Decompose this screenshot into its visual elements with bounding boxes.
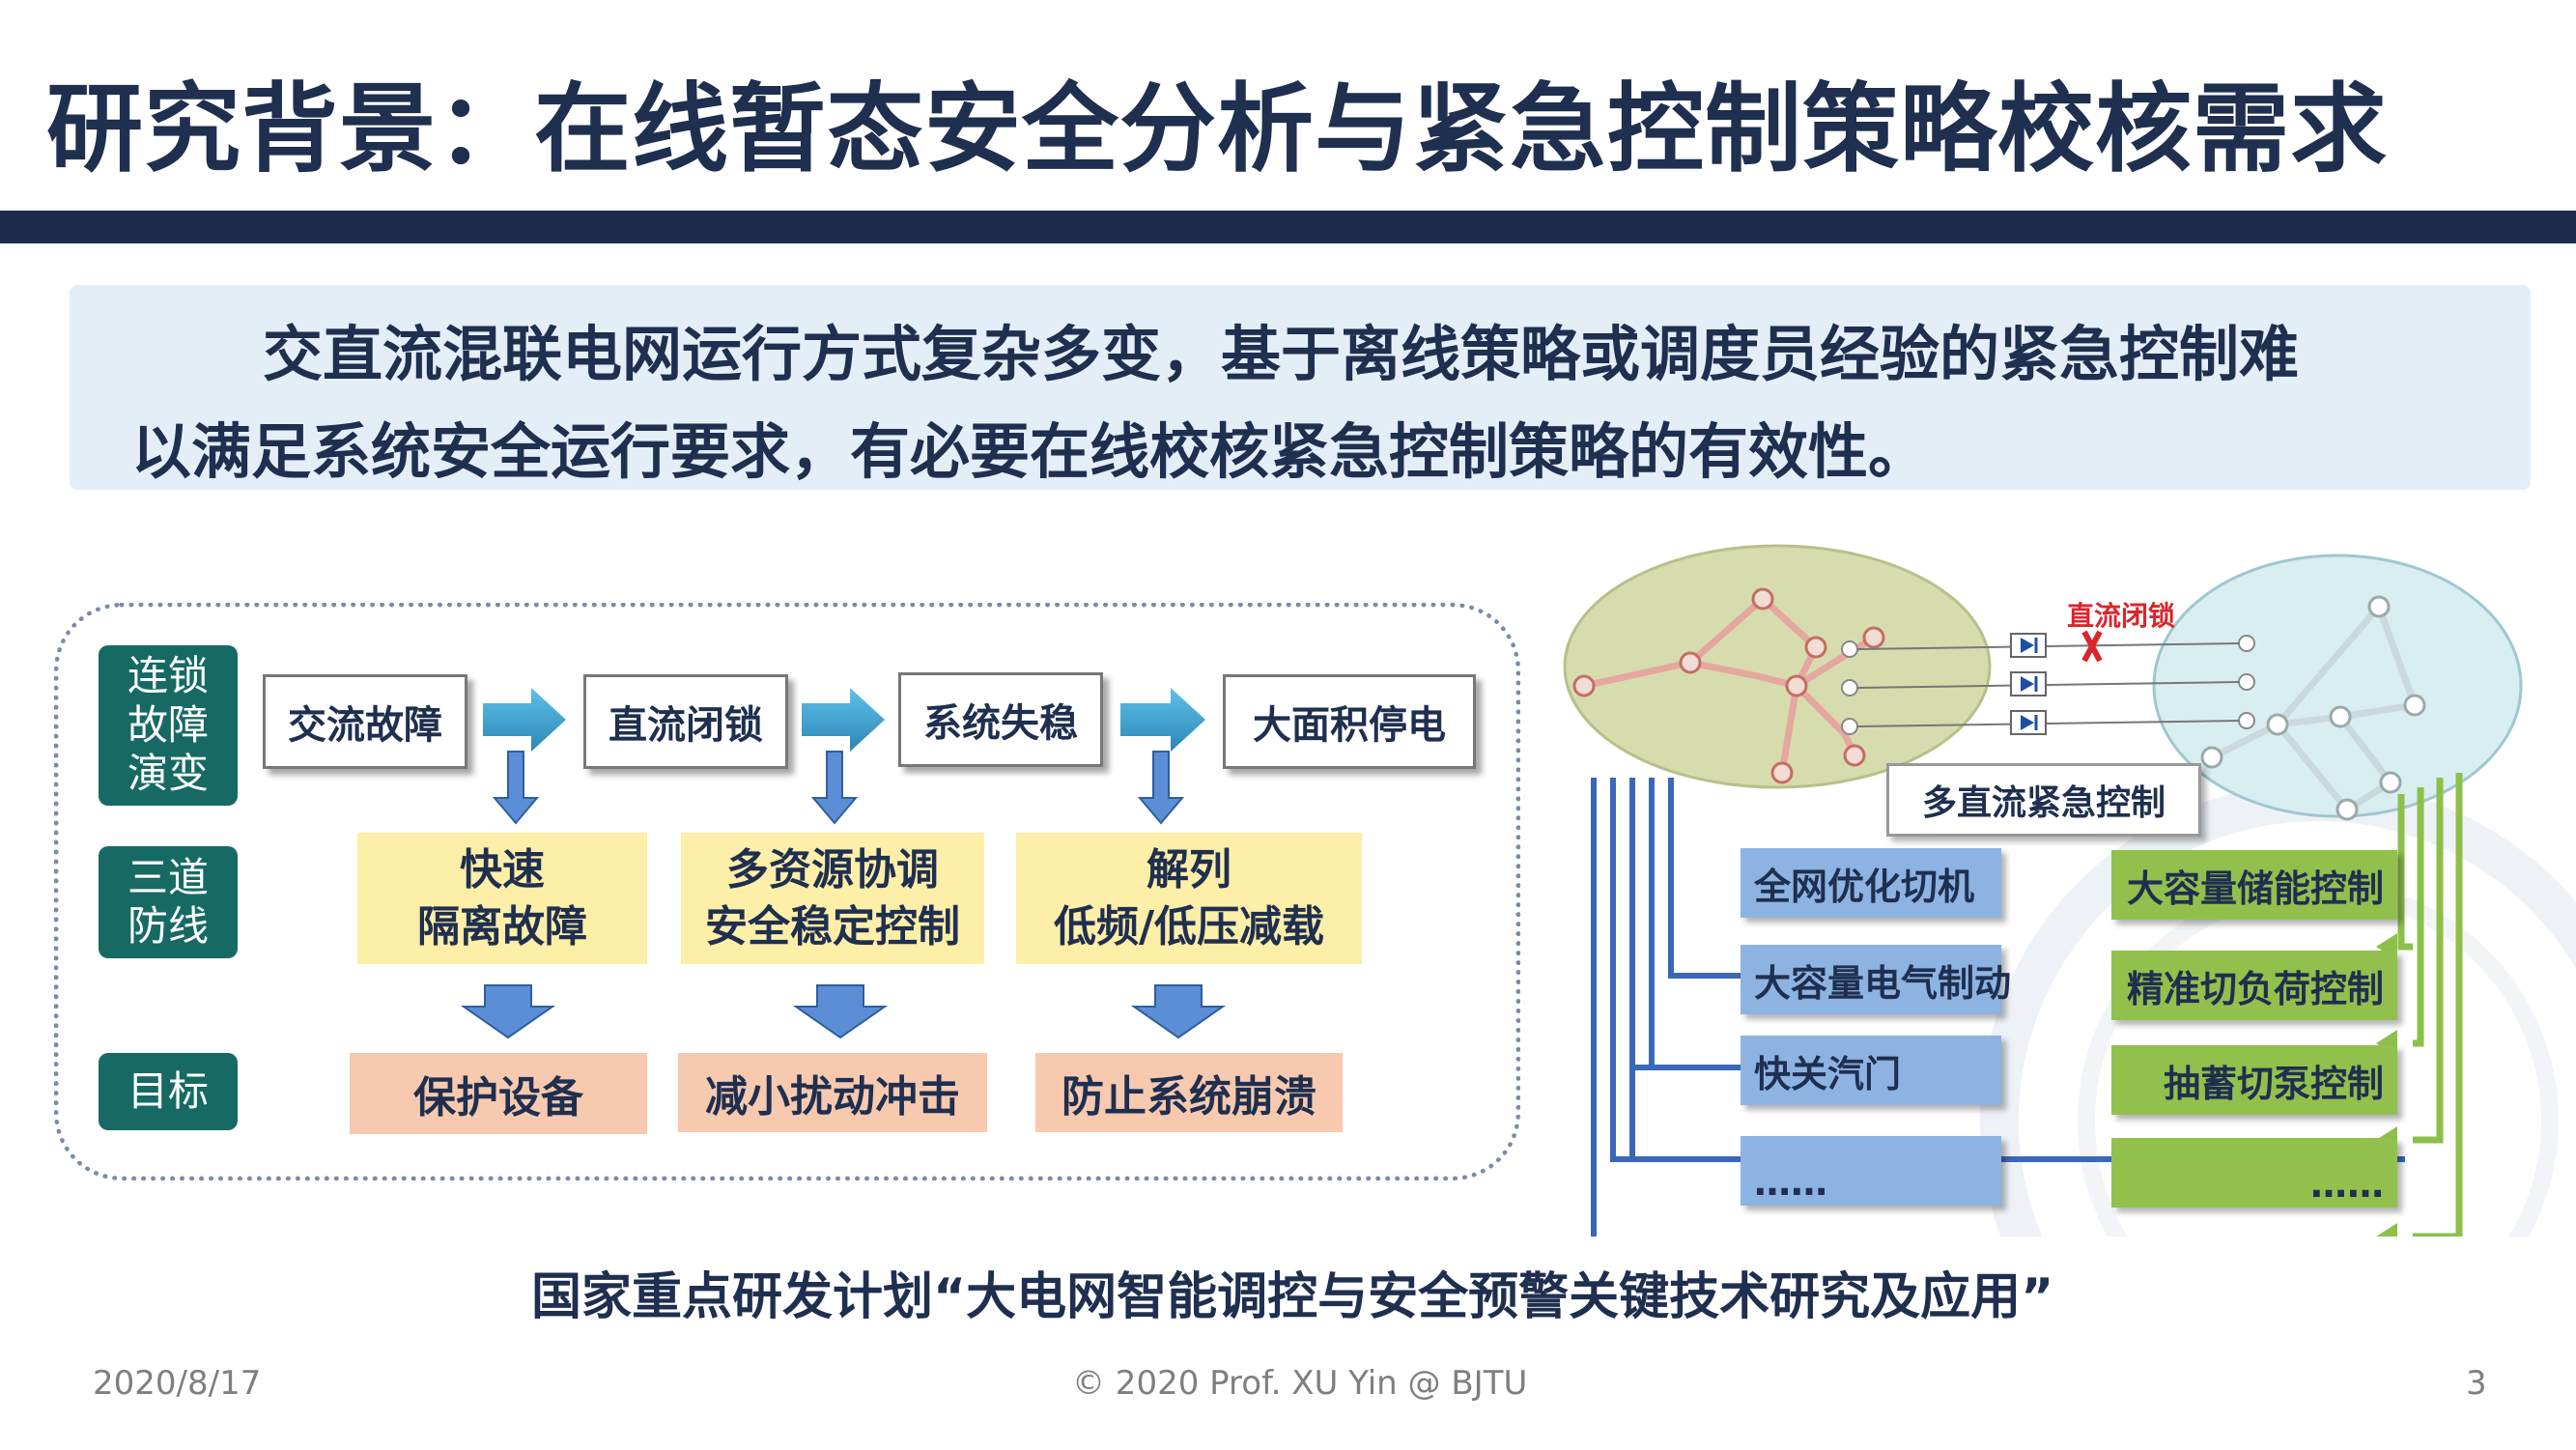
multi-dc-control-box: 多直流紧急控制 — [1886, 763, 2201, 837]
arrow-right-icon — [483, 688, 566, 752]
goal-reduce-disturbance: 减小扰动冲击 — [678, 1053, 987, 1132]
arrow-down-icon — [1130, 984, 1227, 1039]
control-electrical-braking: 大容量电气制动 — [1741, 945, 2011, 1014]
intro-line-1: 交直流混联电网运行方式复杂多变，基于离线策略或调度员经验的紧急控制难 — [263, 319, 2300, 389]
network-graph-icon — [1563, 544, 1992, 789]
stage-blackout: 大面积停电 — [1223, 674, 1476, 769]
control-fast-valving: 快关汽门 — [1741, 1036, 2001, 1105]
control-energy-storage: 大容量储能控制 — [2111, 850, 2397, 920]
stage-instability: 系统失稳 — [898, 672, 1103, 767]
page-title: 研究背景：在线暂态安全分析与紧急控制策略校核需求 — [46, 72, 2388, 185]
arrow-down-icon — [792, 984, 889, 1039]
defense-line-3: 解列 低频/低压减载 — [1016, 833, 1362, 964]
arrow-down-icon — [810, 751, 859, 825]
stage-dc-block: 直流闭锁 — [583, 674, 788, 769]
network-graph-icon — [2152, 554, 2523, 818]
goal-prevent-collapse: 防止系统崩溃 — [1035, 1053, 1343, 1132]
project-caption: 国家重点研发计划“大电网智能调控与安全预警关键技术研究及应用” — [531, 1268, 2054, 1326]
chain-arrows — [460, 688, 1227, 1039]
control-load-shedding: 精准切负荷控制 — [2111, 951, 2397, 1020]
row-label-goal: 目标 — [99, 1053, 238, 1130]
row-label-defense: 三道 防线 — [99, 846, 238, 958]
control-more-left: …… — [1741, 1136, 2001, 1206]
footer-date: 2020/8/17 — [93, 1364, 262, 1403]
arrow-down-icon — [1137, 751, 1185, 825]
diode-icon — [2010, 710, 2047, 735]
defense-diagram-frame — [54, 603, 1520, 1180]
cross-icon — [2081, 630, 2103, 663]
row-label-cascade: 连锁 故障 演变 — [99, 645, 238, 806]
stage-ac-fault: 交流故障 — [263, 674, 467, 769]
diode-icon — [2010, 671, 2047, 697]
control-more-right: …… — [2111, 1138, 2397, 1208]
arrow-right-icon — [802, 688, 885, 752]
control-pump-tripping: 抽蓄切泵控制 — [2111, 1045, 2397, 1115]
footer-page-number: 3 — [2466, 1364, 2487, 1403]
diode-icon — [2010, 633, 2047, 658]
defense-line-1: 快速 隔离故障 — [357, 833, 647, 964]
control-generator-tripping: 全网优化切机 — [1741, 848, 2001, 918]
defense-line-2: 多资源协调 安全稳定控制 — [681, 833, 984, 964]
title-divider-bar — [0, 211, 2576, 243]
arrow-right-icon — [1120, 688, 1205, 752]
dc-block-label: 直流闭锁 — [2067, 600, 2176, 632]
intro-line-2: 以满足系统安全运行要求，有必要在线校核紧急控制策略的有效性。 — [131, 416, 1929, 487]
arrow-down-icon — [460, 984, 556, 1039]
intro-panel — [70, 285, 2531, 490]
footer-copyright: © 2020 Prof. XU Yin @ BJTU — [1072, 1364, 1528, 1403]
network-diagram — [1563, 544, 2576, 1237]
arrow-down-icon — [492, 751, 540, 825]
goal-protect-equipment: 保护设备 — [350, 1053, 647, 1134]
